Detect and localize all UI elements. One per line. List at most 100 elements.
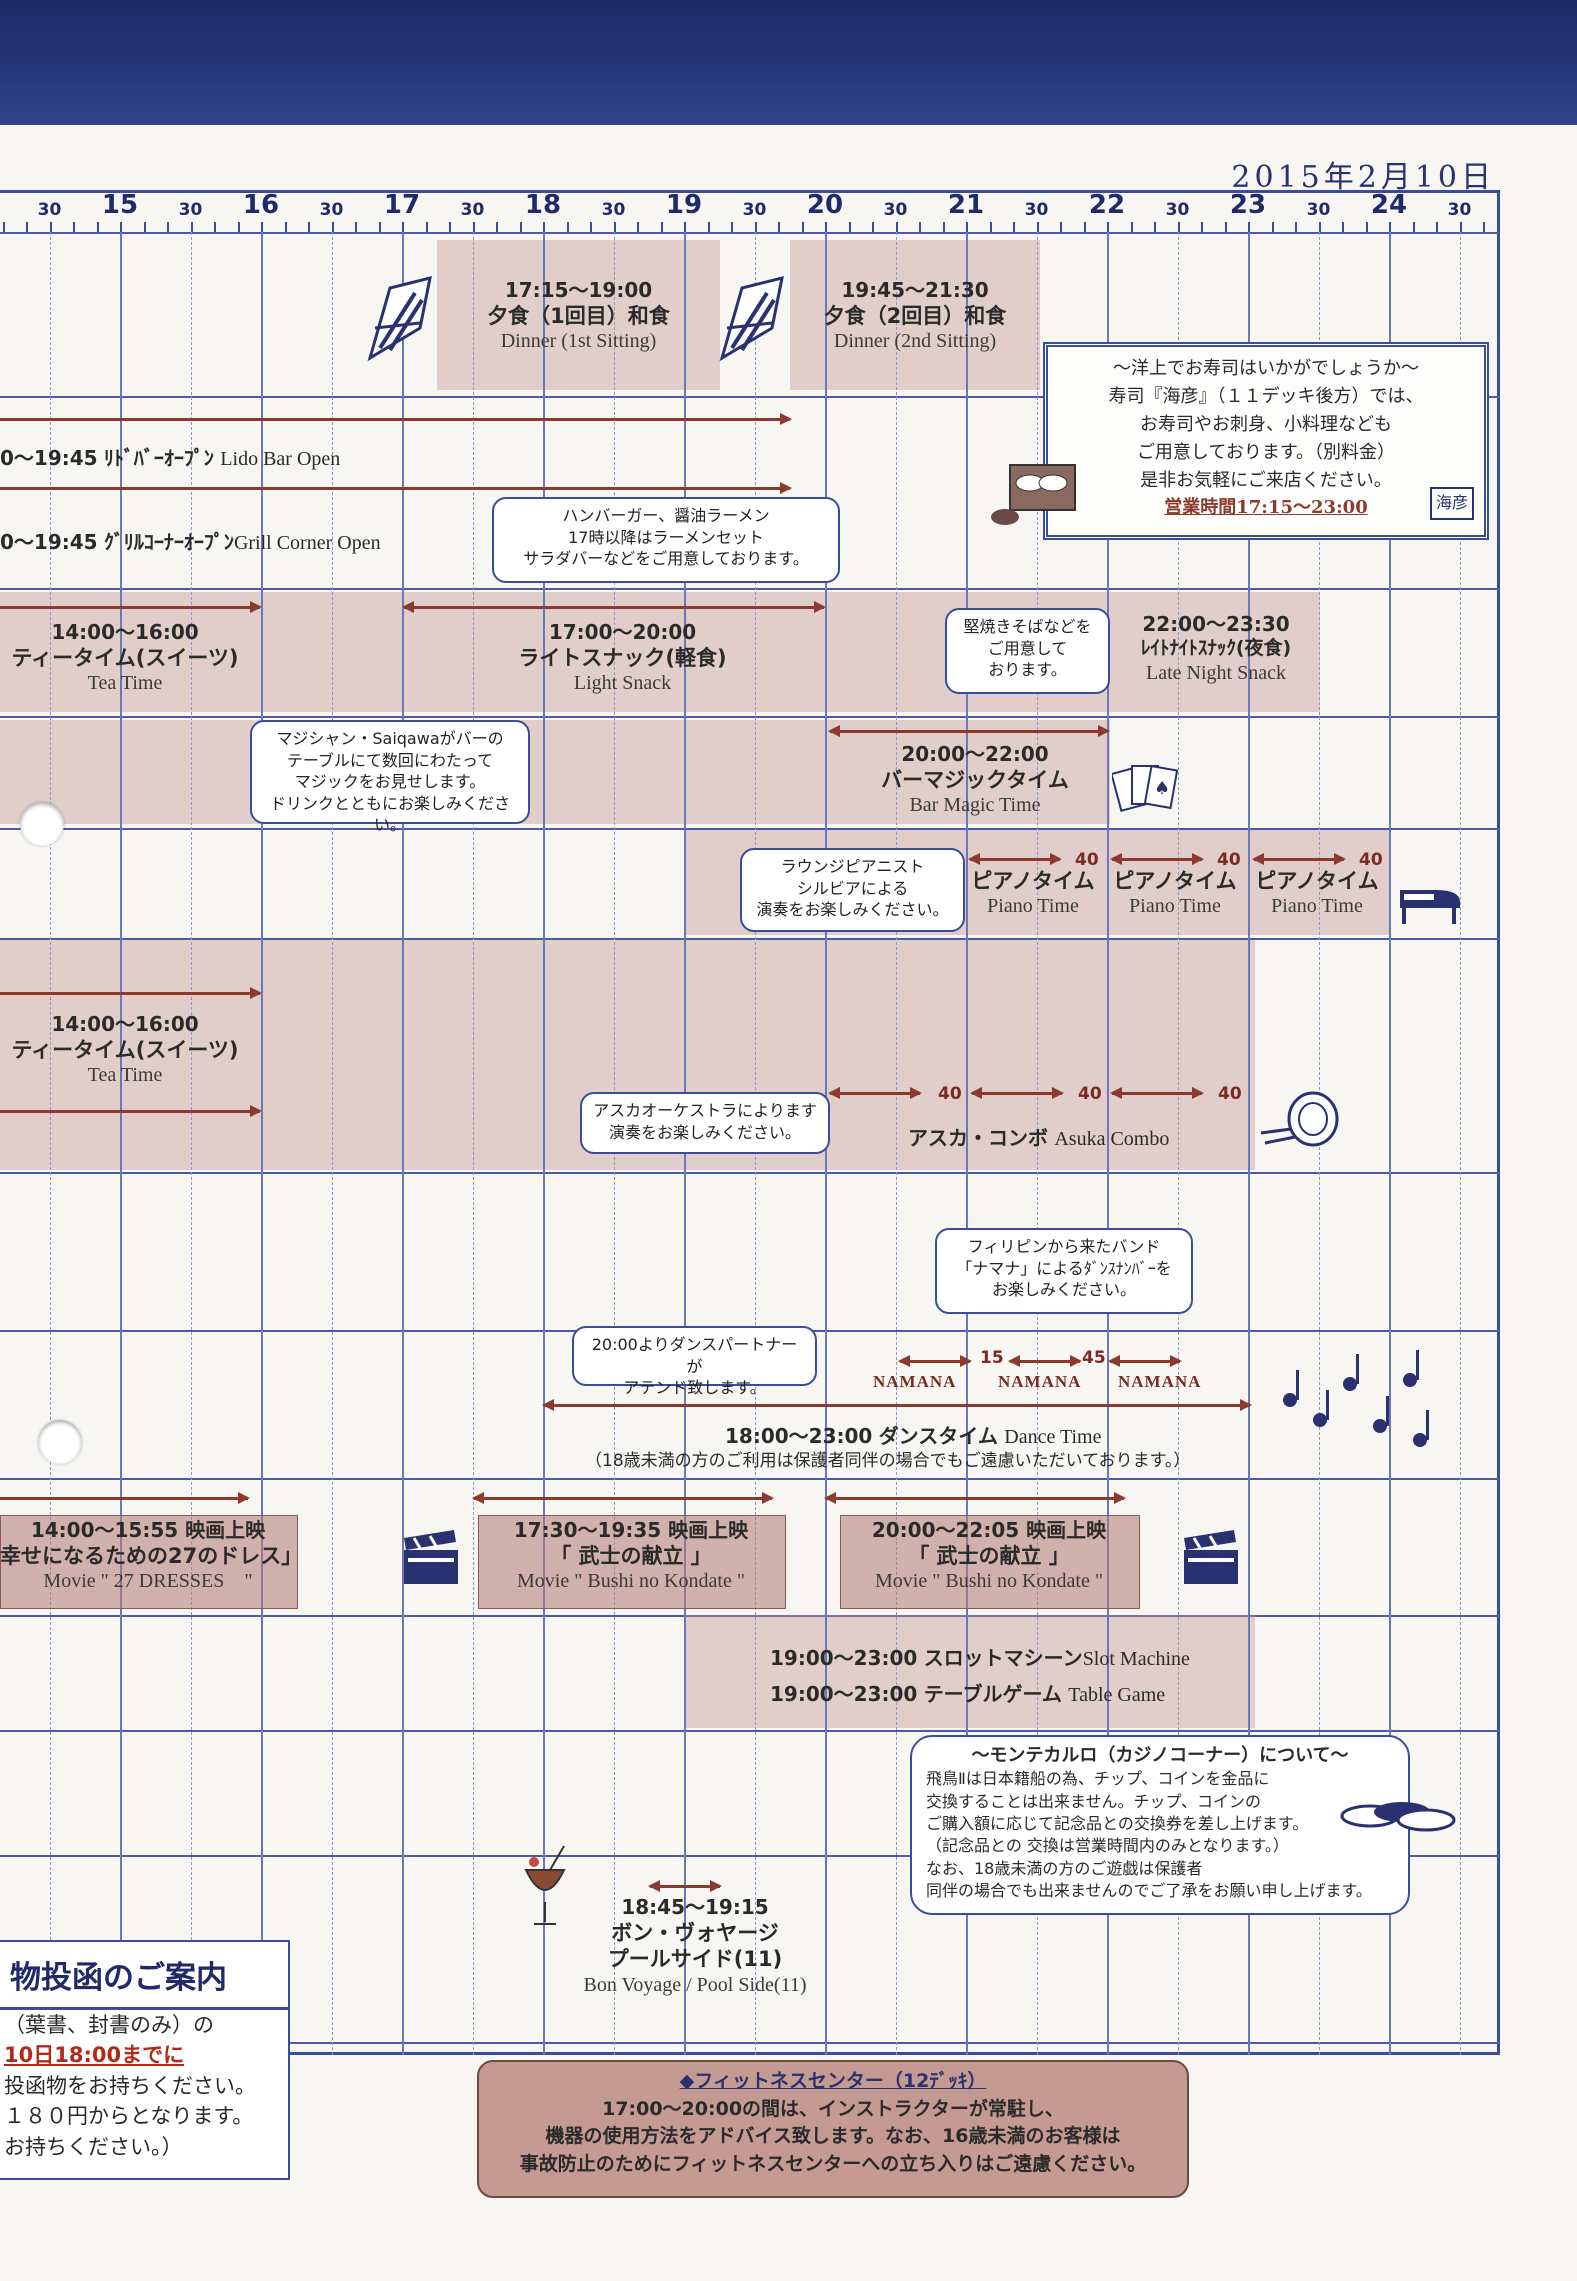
grill-ja: ｸﾞﾘﾙｺｰﾅｰｵｰﾌﾟﾝ	[103, 530, 234, 554]
minute-tick	[472, 222, 475, 232]
fitness-line: 事故防止のためにフィットネスセンターへの立ち入りはご遠慮ください。	[519, 2152, 1147, 2175]
fitness-notice: ◆フィットネスセンター（12ﾃﾞｯｷ） 17:00〜20:00の間は、インストラ…	[477, 2060, 1189, 2198]
casino-line: ご購入額に応じて記念品との交換券を差し上げます。	[926, 1813, 1309, 1833]
row-divider	[0, 828, 1500, 830]
movie3-block	[840, 1515, 1140, 1609]
half-hour-gridline	[1459, 232, 1461, 2055]
minute-tick	[778, 222, 780, 232]
magic-note-line: マジックをお見せします。	[294, 772, 486, 792]
sushi-line2: 寿司『海彦』（１１デッキ後方）では、	[1108, 385, 1424, 407]
minute-tick	[1412, 222, 1415, 232]
magic-event: 20:00〜22:00 バーマジックタイム Bar Magic Time	[840, 742, 1110, 818]
minute-tick	[355, 222, 357, 232]
sushi-line4: ご用意しております。（別料金）	[1136, 441, 1396, 463]
tea2-arrow-top	[0, 987, 262, 999]
piano1-ja: ピアノタイム	[971, 869, 1095, 893]
grill-note-bubble: ハンバーガー、醤油ラーメン 17時以降はラーメンセット サラダバーなどをご用意し…	[492, 497, 840, 583]
dance-note: （18歳未満の方のご利用は保護者同伴の場合でもご遠慮いただいております。）	[585, 1451, 1191, 1471]
half-hour-label: 30	[601, 200, 626, 220]
piano3-mins: 40	[1359, 850, 1383, 870]
minute-tick	[613, 222, 616, 232]
movie2-en: Movie " Bushi no Kondate "	[517, 1570, 745, 1593]
bonvoyage-en: Bon Voyage / Pool Side(11)	[583, 1973, 807, 1996]
hour-label: 19	[665, 190, 703, 220]
namana-15-label: 15	[980, 1348, 1004, 1368]
piano2-ja: ピアノタイム	[1113, 869, 1237, 893]
minute-tick	[120, 222, 122, 232]
hour-gridline	[1107, 232, 1109, 2055]
minute-tick	[801, 222, 804, 232]
grill-note-line: サラダバーなどをご用意しております。	[523, 549, 809, 569]
hour-label: 18	[524, 190, 562, 220]
magic-note-line: ドリンクとともにお楽しみください。	[269, 793, 510, 835]
half-hour-gridline	[1177, 232, 1179, 2055]
mail-line: 投函物をお持ちください。	[4, 2073, 256, 2098]
sushi-hours: 営業時間17:15〜23:00	[1164, 497, 1368, 519]
half-hour-gridline	[190, 232, 192, 2055]
cocktail-icon	[524, 1845, 566, 1925]
minute-tick	[1013, 222, 1015, 232]
magic-row-block	[0, 720, 1110, 824]
slot-en: Slot Machine	[1082, 1648, 1190, 1670]
fitness-line: 機器の使用方法をアドバイス致します。なお、16歳未満のお客様は	[545, 2125, 1121, 2148]
top-banner	[0, 0, 1577, 125]
tea1-event: 14:00〜16:00 ティータイム(スイーツ) Tea Time	[0, 620, 250, 696]
dance-event: 18:00〜23:00 ダンスタイム Dance Time	[725, 1420, 1101, 1449]
minute-tick	[331, 222, 334, 232]
late-ja: ﾚｲﾄﾅｲﾄｽﾅｯｸ(夜食)	[1140, 637, 1292, 659]
movie1-time: 14:00〜15:55 映画上映	[30, 1518, 266, 1542]
table-game-event: 19:00〜23:00 テーブルゲーム Table Game	[770, 1678, 1165, 1707]
partner-note-line: 20:00よりダンスパートナーが	[591, 1335, 798, 1376]
music-notes-icon	[1283, 1350, 1429, 1447]
minute-tick	[566, 222, 569, 232]
movie1-en: Movie " 27 DRESSES "	[43, 1570, 253, 1593]
casino-line: 同伴の場合でも出来ませんのでご了承をお願い申し上げます。	[926, 1881, 1372, 1901]
mail-line: お持ちください。）	[4, 2134, 183, 2159]
minute-tick	[731, 222, 733, 232]
lido-event: 0〜19:45 ﾘﾄﾞﾊﾞｰｵｰﾌﾟﾝ Lido Bar Open	[0, 442, 340, 471]
playing-cards-icon: ♠	[1112, 764, 1179, 812]
trumpet-icon	[1260, 1091, 1339, 1147]
minute-tick	[637, 222, 639, 232]
row-divider	[0, 716, 1500, 718]
dinner1-time: 17:15〜19:00	[504, 278, 653, 302]
minute-tick	[1060, 222, 1062, 232]
mail-line: （葉書、封書のみ）の	[4, 2013, 214, 2037]
snack-note-bubble: 堅焼きそばなどを ご用意して おります。	[945, 608, 1110, 694]
minute-tick	[1318, 222, 1321, 232]
movie3-en: Movie " Bushi no Kondate "	[875, 1570, 1103, 1593]
schedule-grid	[0, 190, 1500, 2055]
hour-label: 16	[242, 190, 280, 220]
movie3-event: 20:00〜22:05 映画上映 「 武士の献立 」 Movie " Bushi…	[840, 1518, 1138, 1594]
tea2-time: 14:00〜16:00	[51, 1012, 199, 1036]
snack-ja: ライトスナック(軽食)	[518, 646, 727, 670]
tea1-time: 14:00〜16:00	[51, 620, 199, 644]
minute-tick	[143, 222, 146, 232]
dinner2-event: 19:45〜21:30 夕食（2回目）和食 Dinner (2nd Sittin…	[790, 278, 1040, 354]
fitness-line: 17:00〜20:00の間は、インストラクターが常駐し、	[602, 2097, 1064, 2120]
half-hour-gridline	[331, 232, 333, 2055]
bonvoyage-ja2: プールサイド(11)	[607, 1947, 783, 1972]
minute-tick	[825, 222, 827, 232]
magic-note-bubble: マジシャン・Saiqawaがバーの テーブルにて数回にわたって マジックをお見せ…	[250, 720, 530, 834]
minute-tick	[308, 222, 310, 232]
hour-label: 15	[101, 190, 139, 220]
minute-tick	[402, 222, 404, 232]
slot-event: 19:00〜23:00 スロットマシーンSlot Machine	[770, 1642, 1190, 1671]
hour-label: 17	[383, 190, 421, 220]
hour-gridline	[543, 232, 545, 2055]
band-note-line: お楽しみください。	[991, 1280, 1136, 1300]
half-hour-gridline	[895, 232, 897, 2055]
cutlery-icon	[719, 275, 784, 362]
movie3-time: 20:00〜22:05 映画上映	[871, 1518, 1107, 1542]
fitness-title: ◆フィットネスセンター（12ﾃﾞｯｷ）	[679, 2070, 987, 2092]
row-divider	[0, 588, 1500, 590]
namana2-label: NAMANA	[998, 1372, 1082, 1391]
minute-tick	[1295, 222, 1297, 232]
minute-tick	[519, 222, 522, 232]
dance-ja: ダンスタイム	[878, 1424, 998, 1448]
minute-tick	[707, 222, 710, 232]
half-hour-label: 30	[1306, 200, 1331, 220]
half-hour-gridline	[1036, 232, 1038, 2055]
minute-tick	[1483, 222, 1485, 232]
